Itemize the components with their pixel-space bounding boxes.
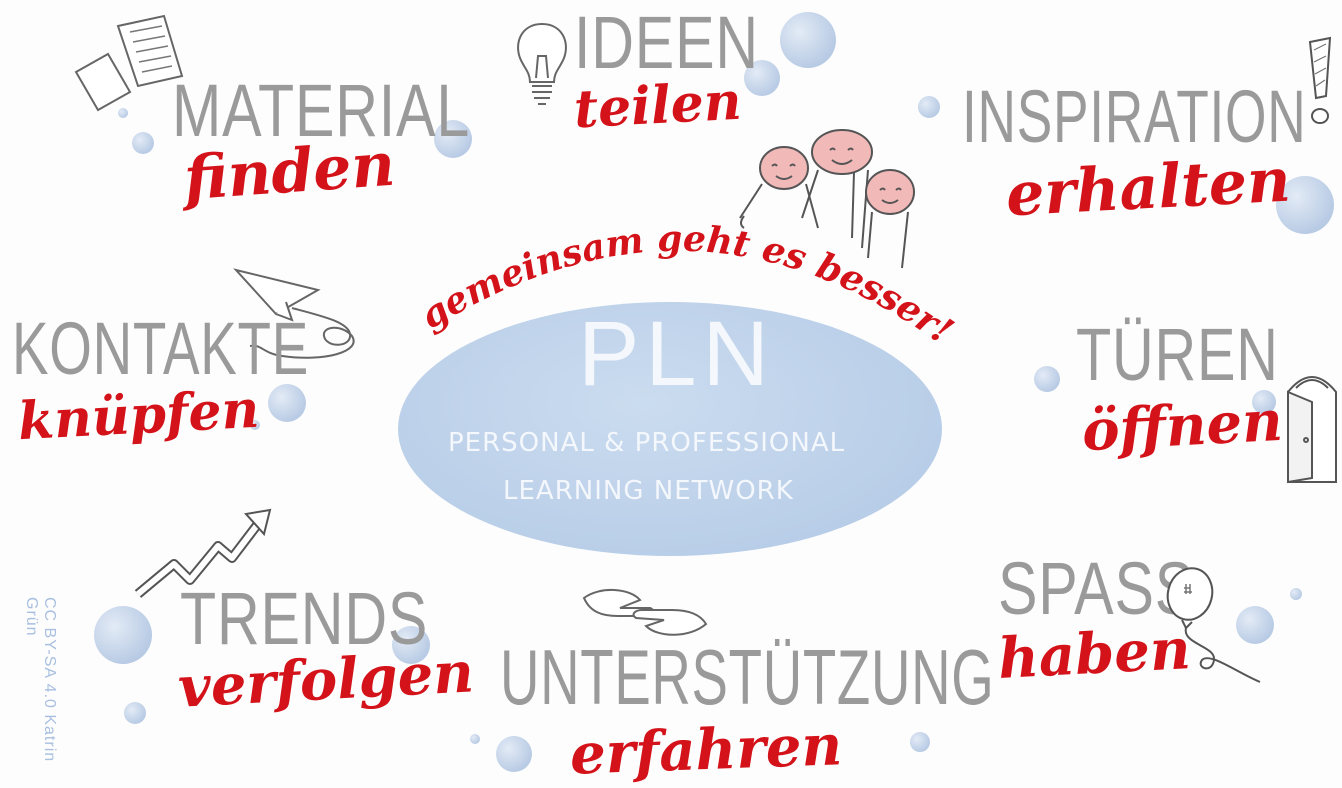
bubble bbox=[1290, 588, 1302, 600]
bubble bbox=[124, 702, 146, 724]
verb-verfolgen: verfolgen bbox=[176, 639, 476, 721]
word-trends: TRENDS bbox=[180, 577, 429, 660]
documents-icon bbox=[74, 14, 184, 112]
bubble bbox=[780, 12, 836, 68]
bubble bbox=[94, 606, 152, 664]
word-inspiration: INSPIRATION bbox=[962, 75, 1307, 158]
paper-plane-icon bbox=[233, 268, 355, 359]
bubble bbox=[132, 132, 154, 154]
verb-erhalten: erhalten bbox=[1004, 145, 1293, 231]
exclamation-icon bbox=[1308, 36, 1332, 124]
bubble bbox=[470, 734, 480, 744]
door-icon bbox=[1287, 376, 1337, 484]
verb-knuepfen: knüpfen bbox=[16, 378, 261, 453]
bubble bbox=[496, 736, 532, 772]
bubble bbox=[1252, 390, 1276, 414]
bubble bbox=[118, 108, 128, 118]
people-icon bbox=[739, 129, 915, 269]
bubble bbox=[1236, 606, 1274, 644]
trend-arrow-icon bbox=[134, 508, 272, 598]
word-tueren: TÜREN bbox=[1076, 313, 1279, 396]
balloon-icon bbox=[1166, 567, 1261, 683]
word-ideen: IDEEN bbox=[574, 1, 759, 84]
credit-text: CC BY-SA 4.0 Katrin Grün bbox=[23, 597, 58, 763]
word-unterstuetzung: UNTERSTÜTZUNG bbox=[500, 633, 995, 721]
bubble bbox=[1034, 366, 1060, 392]
bubble bbox=[268, 384, 306, 422]
word-kontakte: KONTAKTE bbox=[12, 307, 309, 390]
bubble bbox=[392, 626, 430, 664]
hub-subtitle-line1: PERSONAL & PROFESSIONAL bbox=[448, 428, 846, 458]
bubble bbox=[250, 420, 260, 430]
hub-subtitle-line2: LEARNING NETWORK bbox=[503, 476, 794, 506]
bubble bbox=[744, 60, 780, 96]
pln-hub: PLN PERSONAL & PROFESSIONAL LEARNING NET… bbox=[398, 302, 942, 556]
bubble bbox=[434, 120, 472, 158]
verb-erfahren: erfahren bbox=[568, 712, 844, 788]
verb-teilen: teilen bbox=[572, 70, 743, 141]
verb-finden: finden bbox=[181, 129, 398, 215]
lightbulb-icon bbox=[517, 22, 567, 105]
bubble bbox=[910, 732, 930, 752]
bubble bbox=[918, 96, 940, 118]
hub-title: PLN bbox=[578, 303, 775, 405]
word-material: MATERIAL bbox=[172, 69, 471, 152]
bubble bbox=[1276, 176, 1334, 234]
verb-oeffnen: öffnen bbox=[1080, 387, 1285, 465]
word-spass: SPASS bbox=[998, 547, 1196, 630]
helping-hands-icon bbox=[582, 588, 708, 636]
